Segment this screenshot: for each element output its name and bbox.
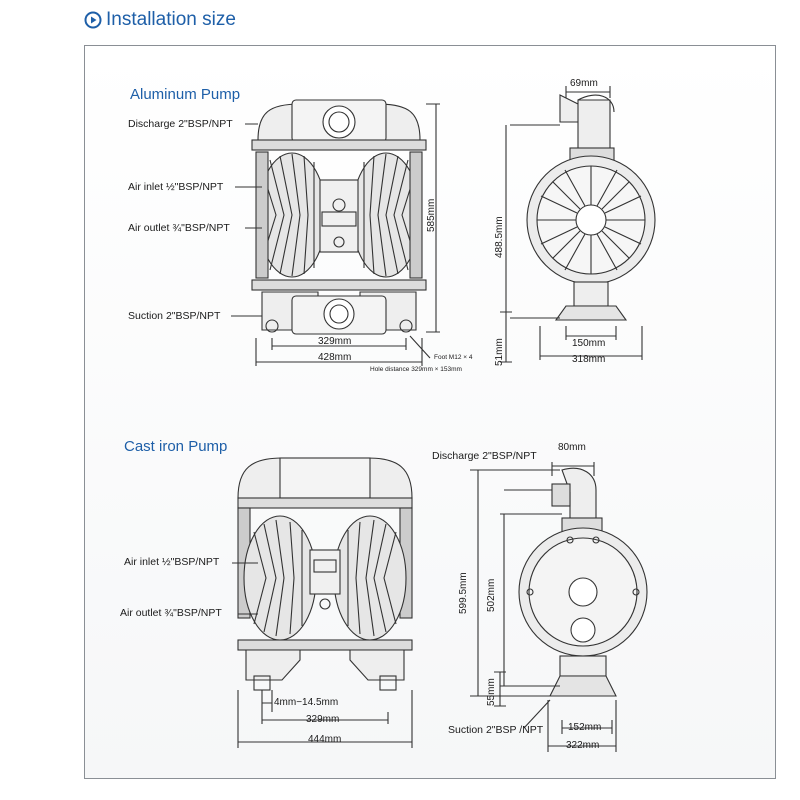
aluminum-pump-title: Aluminum Pump — [130, 86, 241, 103]
castiron-air-outlet-label: Air outlet ¾"BSP/NPT — [120, 607, 222, 619]
header-title: Installation size — [106, 9, 236, 30]
castiron-air-inlet-label: Air inlet ½"BSP/NPT — [124, 556, 220, 568]
castiron-dim-80: 80mm — [558, 442, 586, 453]
castiron-dim-599: 599.5mm — [458, 572, 469, 614]
castiron-dim-4-14: 4mm−14.5mm — [274, 697, 339, 708]
play-circle-icon — [84, 11, 102, 29]
castiron-dim-322: 322mm — [566, 740, 600, 751]
aluminum-foot-note: Foot M12 × 4 — [434, 354, 473, 361]
aluminum-dim-51: 51mm — [494, 338, 505, 366]
castiron-suction-label: Suction 2"BSP /NPT — [448, 724, 544, 736]
aluminum-discharge-label: Discharge 2"BSP/NPT — [128, 118, 233, 130]
aluminum-air-inlet-label: Air inlet ½"BSP/NPT — [128, 181, 224, 193]
aluminum-hole-distance: Hole distance 329mm × 153mm — [370, 366, 462, 373]
castiron-dim-329: 329mm — [306, 714, 340, 725]
aluminum-dim-488: 488.5mm — [494, 216, 505, 258]
aluminum-dim-329: 329mm — [318, 336, 352, 347]
aluminum-dim-428: 428mm — [318, 352, 352, 363]
aluminum-dim-318: 318mm — [572, 354, 606, 365]
aluminum-suction-label: Suction 2"BSP/NPT — [128, 310, 221, 322]
aluminum-dim-69: 69mm — [570, 78, 598, 89]
aluminum-dim-150: 150mm — [572, 338, 606, 349]
aluminum-dim-585: 585mm — [426, 198, 437, 232]
castiron-pump-title: Cast iron Pump — [124, 438, 228, 455]
castiron-side-view — [470, 462, 648, 752]
aluminum-front-view — [231, 99, 440, 366]
castiron-dim-502: 502mm — [486, 578, 497, 612]
castiron-dim-152: 152mm — [568, 722, 602, 733]
castiron-dim-55: 55mm — [486, 678, 497, 706]
aluminum-air-outlet-label: Air outlet ¾"BSP/NPT — [128, 222, 230, 234]
section-header: Installation size — [84, 6, 236, 34]
aluminum-side-view — [500, 86, 656, 363]
drawing-frame — [84, 45, 776, 779]
castiron-discharge-label: Discharge 2"BSP/NPT — [432, 450, 537, 462]
castiron-front-view — [232, 457, 413, 748]
castiron-dim-444: 444mm — [308, 734, 342, 745]
